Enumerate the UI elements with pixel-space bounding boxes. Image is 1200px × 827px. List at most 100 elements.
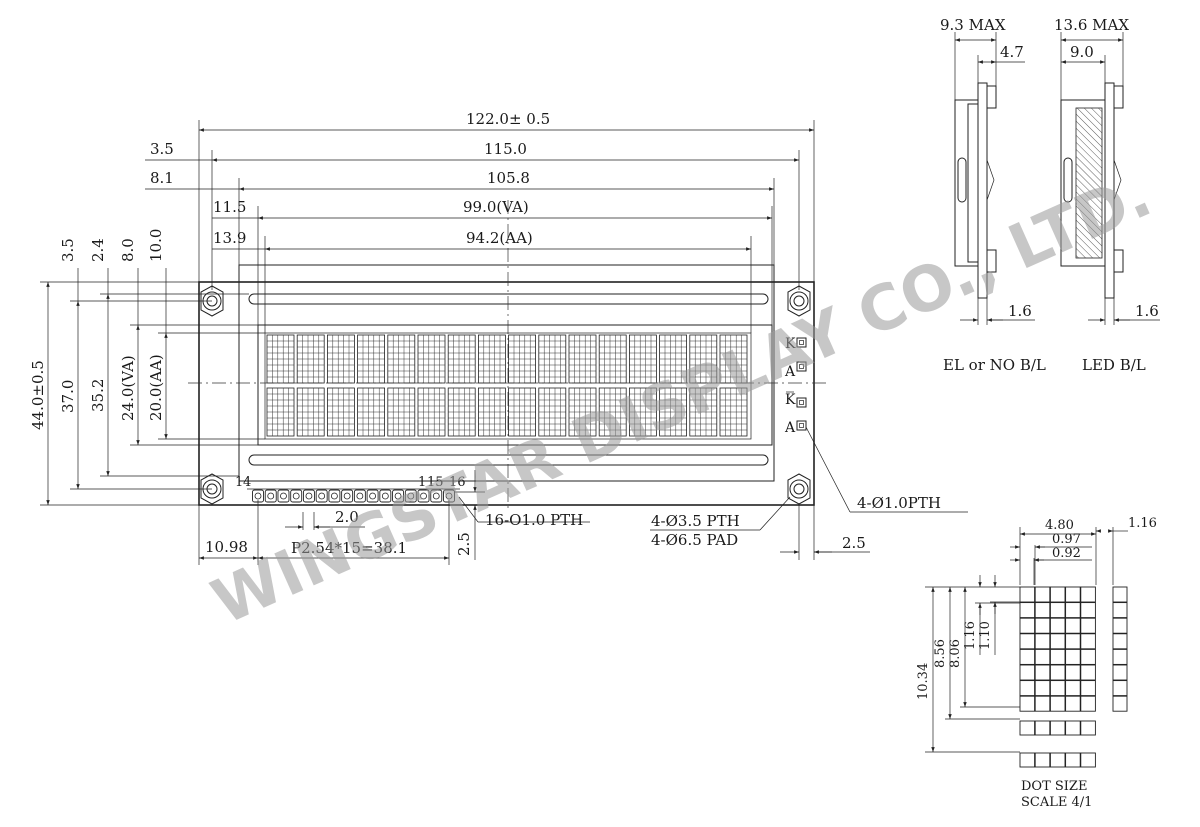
left-dimensions: [40, 268, 265, 506]
el-max: 9.3 MAX: [940, 16, 1006, 34]
dot: [1049, 680, 1066, 697]
pin-pad: [341, 489, 354, 503]
dot: [1019, 602, 1036, 619]
pin-pad: [264, 489, 277, 503]
dot: [1080, 695, 1096, 712]
bottom-dimensions: [198, 426, 968, 565]
dim-top-10-0: 10.0: [147, 229, 165, 262]
dim-bezel-width: 105.8: [487, 169, 530, 187]
dot: [1049, 586, 1066, 603]
dot: [1080, 633, 1096, 650]
watermark: WINGSTAR DISPLAY CO., LTD.: [201, 158, 1161, 639]
character-cell: [296, 387, 325, 437]
dot: [1019, 695, 1036, 712]
character-cell: [357, 387, 386, 437]
mounting-hole-tr: [787, 285, 811, 317]
led-pcb: 1.6: [1135, 302, 1159, 320]
pin-hole: [254, 492, 262, 500]
dot: [1112, 617, 1128, 634]
character-cell: [659, 387, 687, 437]
bl-label-k2: K: [785, 392, 796, 408]
character-cell: [629, 387, 657, 437]
dot-height-8-06: 8.06: [948, 639, 963, 668]
dim-pin-2-0: 2.0: [335, 508, 359, 526]
pin-label-16: 16: [449, 475, 466, 490]
dot-pitch-y: 1.16: [963, 621, 978, 650]
pin-pad: [277, 489, 290, 503]
pin-label-1: 1: [235, 475, 243, 490]
dim-left-3-5: 3.5: [150, 140, 174, 158]
pin-pad: [366, 489, 379, 503]
dot: [1112, 664, 1128, 681]
dim-right-2-5: 2.5: [842, 534, 866, 552]
callout-mount-pad: 4-Ø6.5 PAD: [651, 531, 738, 549]
dot-size-y: 1.10: [978, 621, 993, 650]
dot: [1112, 680, 1128, 697]
dot: [1019, 617, 1036, 634]
dot: [1019, 752, 1036, 768]
dim-pin-offset: 10.98: [205, 538, 248, 556]
backlight-pads: [796, 337, 807, 431]
dot: [1019, 633, 1036, 650]
dot: [1112, 633, 1128, 650]
character-cell: [477, 387, 506, 437]
dot: [1034, 720, 1051, 736]
character-cell: [568, 334, 597, 384]
dim-overall-width: 122.0± 0.5: [466, 110, 550, 128]
character-cell: [719, 334, 748, 384]
pin-pad: [379, 489, 392, 503]
pin-hole: [420, 492, 427, 500]
dot-height-8-56: 8.56: [933, 639, 948, 668]
character-cell: [598, 334, 627, 384]
led-inner: 9.0: [1070, 43, 1094, 61]
character-cell: [598, 387, 627, 437]
character-cell: [689, 387, 718, 437]
dot-caption-2: SCALE 4/1: [1021, 795, 1092, 810]
el-label: EL or NO B/L: [943, 356, 1046, 374]
pin-hole: [280, 492, 287, 500]
dot: [1049, 720, 1066, 736]
dim-pin-2-5: 2.5: [455, 532, 473, 556]
character-cell: [629, 334, 657, 384]
pin-hole: [267, 492, 275, 500]
dim-bezel-height: 35.2: [89, 379, 107, 412]
dot: [1065, 602, 1081, 619]
dot: [1034, 633, 1051, 650]
dot: [1065, 680, 1081, 697]
character-cell: [568, 387, 597, 437]
led-max: 13.6 MAX: [1054, 16, 1129, 34]
dot: [1065, 720, 1081, 736]
dim-top-3-5: 3.5: [59, 238, 77, 262]
dim-hole-height: 37.0: [59, 380, 77, 413]
character-cell: [387, 387, 416, 437]
callout-mount-pth: 4-Ø3.5 PTH: [651, 512, 740, 530]
front-view: 1 4 1 15 16 K A K A: [188, 200, 828, 512]
character-cell: [357, 334, 386, 384]
pin-label-1b: 1: [418, 475, 426, 490]
top-dimensions: [145, 120, 815, 333]
pin-hole: [343, 492, 351, 500]
pin-hole: [432, 492, 440, 500]
dot: [1019, 680, 1036, 697]
dot: [1034, 586, 1051, 603]
character-grid: [266, 334, 748, 437]
character-cell: [296, 334, 325, 384]
dot: [1034, 602, 1051, 619]
bezel-outline: [238, 264, 775, 482]
character-cell: [538, 387, 567, 437]
character-cell: [447, 334, 476, 384]
pin-hole: [381, 492, 389, 500]
dot-matrix-5x8: [1019, 586, 1096, 712]
dot: [1080, 617, 1096, 634]
el-inner: 4.7: [1000, 43, 1024, 61]
dim-overall-height: 44.0±0.5: [29, 360, 47, 430]
bl-label-a1: A: [784, 364, 796, 380]
dot: [1065, 664, 1081, 681]
bezel-bottom-rail: [248, 454, 769, 466]
dot: [1019, 648, 1036, 665]
character-cell: [387, 334, 416, 384]
dot: [1019, 664, 1036, 681]
character-cell: [508, 334, 537, 384]
